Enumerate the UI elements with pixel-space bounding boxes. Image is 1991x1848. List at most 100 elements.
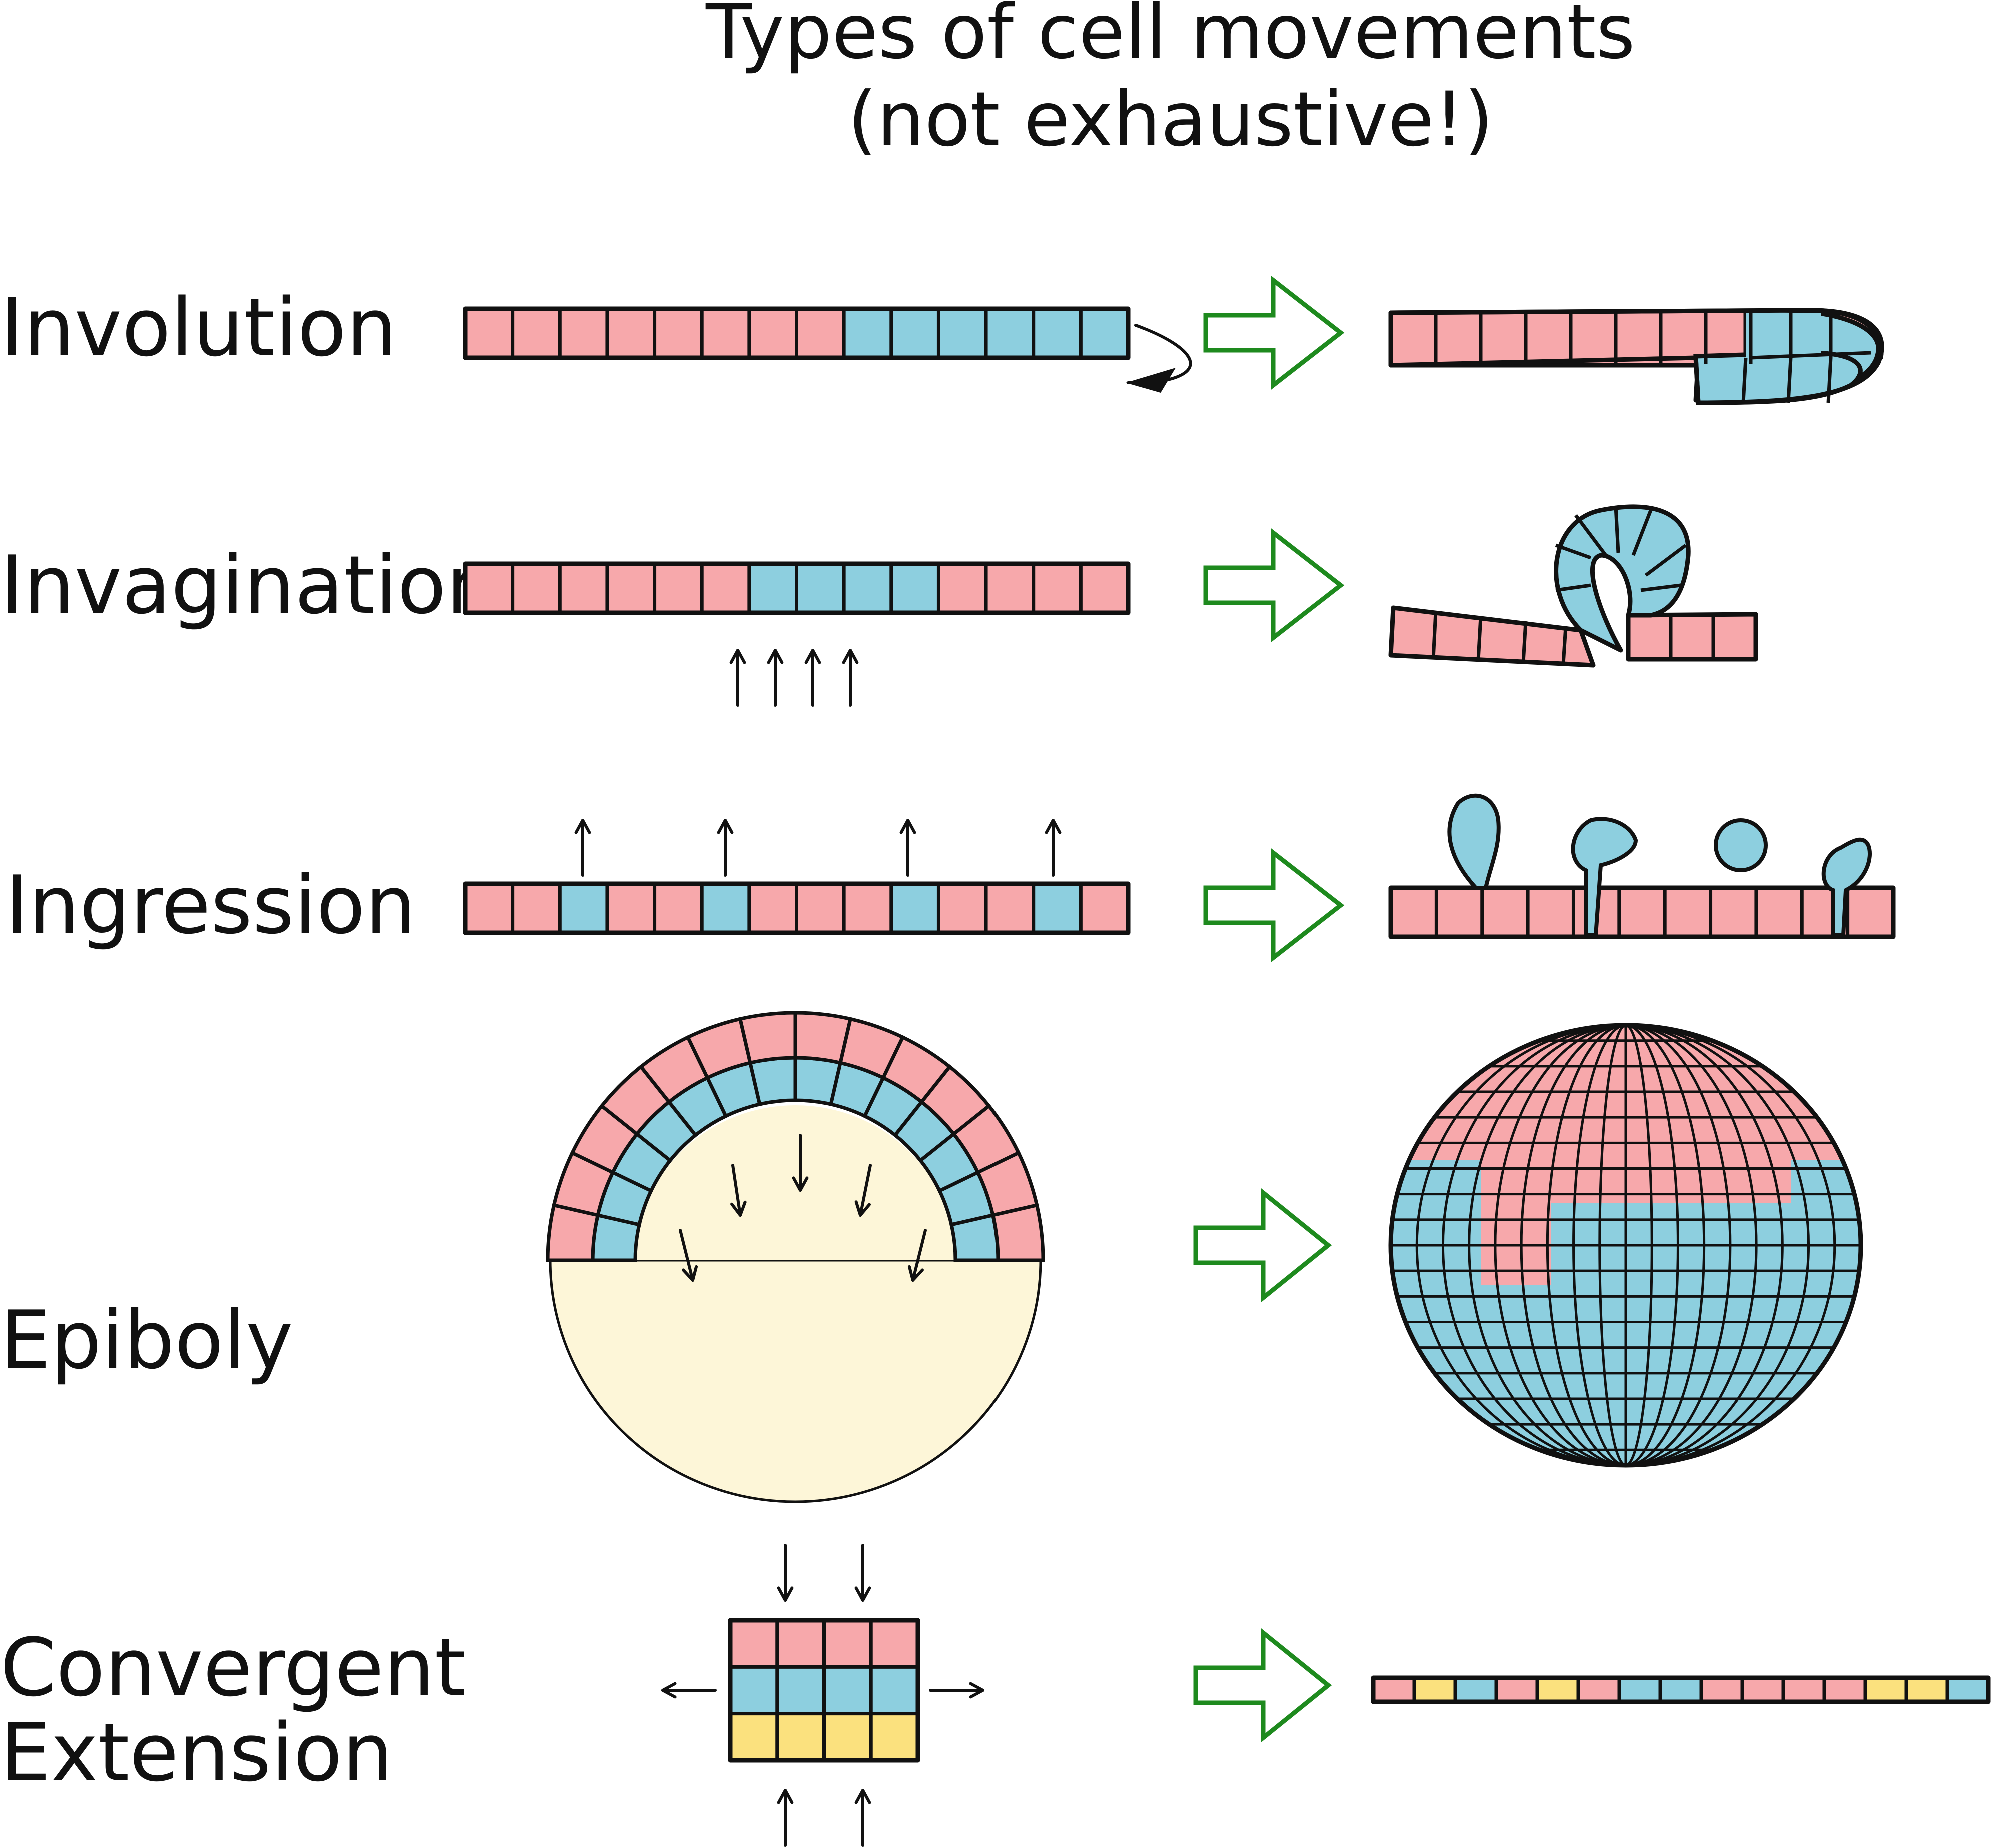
involution-curl-arrow xyxy=(1127,324,1192,384)
involution-before-cell xyxy=(559,308,608,359)
convergent-after-cell xyxy=(1823,1677,1866,1703)
sphere-meridian-line xyxy=(1598,1025,1653,1465)
convergent-left-arrow-head xyxy=(661,1682,677,1699)
invagination-before-cell xyxy=(985,563,1035,614)
involution-before xyxy=(463,306,1192,393)
ingression-before-cell xyxy=(1032,883,1082,934)
epiboly-down-arrow xyxy=(859,1164,872,1217)
invagination-after-divider xyxy=(1476,616,1483,661)
convergent-grid-outline xyxy=(728,1618,920,1763)
ingression-before xyxy=(463,819,1131,935)
invagination-after-right xyxy=(1626,612,1758,662)
involution-before-cell xyxy=(748,308,798,359)
ingression-after-cell xyxy=(1846,887,1895,938)
sphere-meridian-line xyxy=(1572,1025,1679,1465)
ingression-cell-2 xyxy=(1571,817,1638,937)
sphere-meridian-line xyxy=(1546,1025,1706,1465)
epiboly-down-arrow-head xyxy=(854,1200,871,1217)
label-epiboly: Epiboly xyxy=(0,1293,293,1387)
invagination-before-cell xyxy=(464,563,514,614)
epiboly-down-arrows xyxy=(679,1134,927,1282)
ingression-after-cell xyxy=(1709,887,1757,938)
involution-before-cell xyxy=(1080,308,1130,359)
sphere-meridian-line xyxy=(1494,1025,1758,1465)
involution-after-blue-top xyxy=(1746,313,1821,360)
ingression-up-arrow-head xyxy=(899,819,916,834)
epiboly-down-arrow xyxy=(731,1164,742,1217)
convergent-after-cell xyxy=(1864,1677,1907,1703)
ingression-before-cell xyxy=(464,883,514,934)
ingression-up-arrow-head xyxy=(1045,819,1062,834)
ingression-after-cell xyxy=(1390,887,1438,938)
ingression-cell-4 xyxy=(1821,837,1872,937)
ingression-after-cell xyxy=(1755,887,1803,938)
convergent-after-cell xyxy=(1413,1677,1456,1703)
epiboly-inner-cell xyxy=(748,1056,797,1107)
ingression-before-cell xyxy=(701,883,750,934)
ingression-before-cell xyxy=(795,883,845,934)
epiboly-down-arrow xyxy=(911,1229,927,1282)
ingression-strip-outline xyxy=(463,881,1131,935)
involution-after-divider xyxy=(1750,351,1871,360)
convergent-grid-cell xyxy=(776,1619,825,1668)
epiboly-arc-cells xyxy=(546,1011,1045,1262)
invagination-after-divider xyxy=(1640,583,1681,592)
title-line-1: Types of cell movements xyxy=(705,0,1635,76)
convergent-after-strip-outline xyxy=(1371,1675,1991,1704)
ingression-after xyxy=(1388,793,1896,939)
convergent-grid-cell xyxy=(729,1712,778,1762)
invagination-before xyxy=(463,561,1131,707)
convergent-grid-cell xyxy=(870,1619,919,1668)
convergent-after-cell xyxy=(1700,1677,1743,1703)
green-arrow-epiboly xyxy=(1193,1188,1332,1303)
label-invagination: Invagination xyxy=(0,538,497,632)
invagination-push-arrow-head xyxy=(842,649,859,664)
epiboly-down-arrow xyxy=(679,1229,694,1282)
invagination-after-divider xyxy=(1561,626,1568,665)
ingression-after-cell xyxy=(1435,887,1483,938)
invagination-before-cell xyxy=(1032,563,1082,614)
ingression-before-cell xyxy=(1080,883,1130,934)
invagination-before-cell xyxy=(606,563,656,614)
label-convergent: Convergent xyxy=(0,1621,466,1714)
ingression-after-cell xyxy=(1618,887,1666,938)
ingression-before-cell xyxy=(653,883,703,934)
ingression-after-cell xyxy=(1664,887,1712,938)
invagination-before-cell xyxy=(890,563,940,614)
epiboly-before xyxy=(546,1011,1045,1503)
involution-before-cell xyxy=(1032,308,1082,359)
ingression-before-cell xyxy=(985,883,1035,934)
invagination-after-left xyxy=(1388,605,1596,668)
convergent-after-cell xyxy=(1536,1677,1579,1703)
convergent-grid-cell xyxy=(823,1666,872,1715)
ingression-after-cell xyxy=(1527,887,1575,938)
sphere-meridian-line xyxy=(1468,1025,1784,1465)
involution-after-divider xyxy=(1741,357,1748,403)
sphere-outline xyxy=(1388,1023,1863,1468)
invagination-before-cell xyxy=(1080,563,1130,614)
convergent-grid-cell xyxy=(776,1712,825,1762)
green-arrow-convergent xyxy=(1193,1628,1332,1743)
convergent-grid-cell xyxy=(729,1619,778,1668)
invagination-push-arrows xyxy=(729,649,859,707)
convergent-after-cell xyxy=(1659,1677,1702,1703)
epiboly-down-arrow-head xyxy=(792,1176,809,1192)
convergent-grid-cell xyxy=(823,1712,872,1762)
convergent-up-arrow-head xyxy=(777,1789,794,1804)
ingression-before-cell xyxy=(606,883,656,934)
convergent-grid-cell xyxy=(729,1666,778,1715)
invagination-push-arrow-head xyxy=(804,649,821,664)
convergent-grid-cell xyxy=(870,1712,919,1762)
label-involution: Involution xyxy=(0,281,397,374)
green-arrow-involution xyxy=(1203,275,1345,390)
invagination-push-arrow-head xyxy=(767,649,784,664)
invagination-push-arrow-head xyxy=(729,649,746,664)
involution-before-cell xyxy=(937,308,987,359)
invagination-after-divider xyxy=(1555,583,1591,592)
convergent-after-cell xyxy=(1454,1677,1497,1703)
ingression-before-cell xyxy=(937,883,987,934)
involution-before-cell xyxy=(464,308,514,359)
convergent-arrows xyxy=(661,1544,984,1847)
convergent-before xyxy=(661,1544,984,1847)
